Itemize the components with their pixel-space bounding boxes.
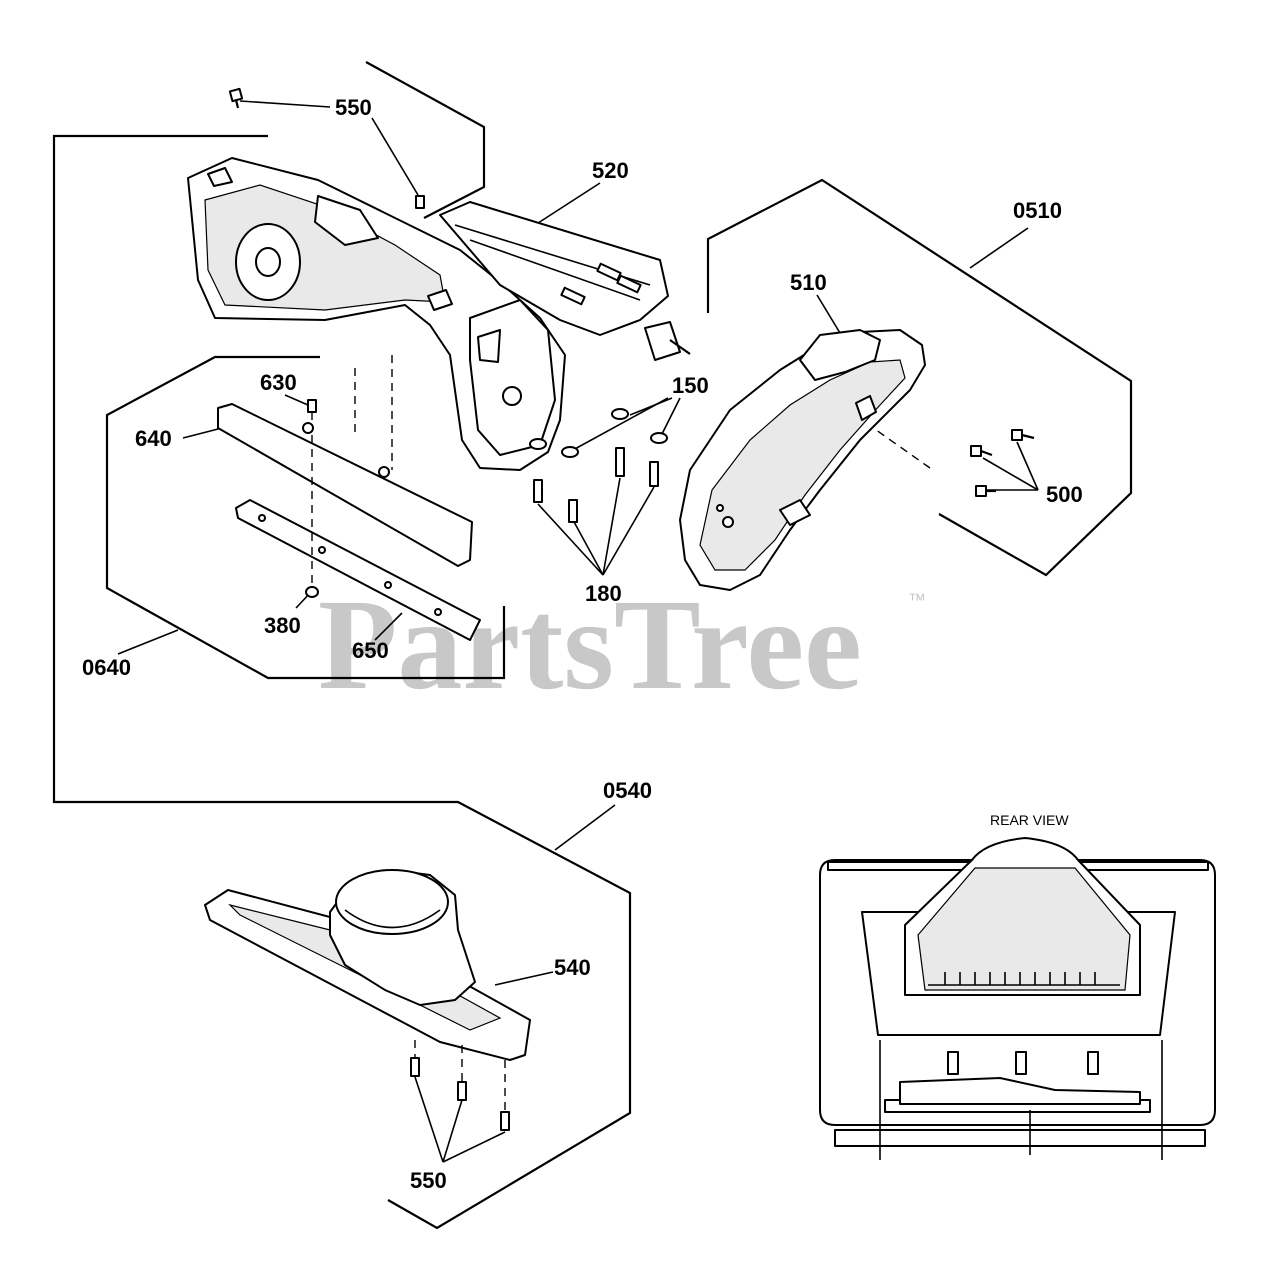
label-650: 650 [352, 638, 389, 663]
bracket-550-top [365, 61, 486, 219]
bracket-0510 [706, 178, 1133, 577]
label-rear-view: REAR VIEW [990, 812, 1069, 828]
label-500: 500 [1046, 482, 1083, 507]
label-0640: 0640 [82, 655, 131, 680]
cover-510 [679, 329, 926, 591]
bolt-550-top [228, 87, 425, 209]
assembly-brackets [52, 61, 1133, 1230]
label-0540: 0540 [603, 778, 652, 803]
label-640: 640 [135, 426, 172, 451]
auger-housing [187, 157, 691, 471]
chute-base-540 [204, 869, 531, 1131]
callouts: 550 520 0510 510 150 630 640 500 180 380… [82, 95, 1083, 1193]
leader-lines [117, 100, 1039, 1163]
label-180: 180 [585, 581, 622, 606]
scraper-bars [217, 355, 481, 641]
label-510: 510 [790, 270, 827, 295]
label-540: 540 [554, 955, 591, 980]
label-550-bottom: 550 [410, 1168, 447, 1193]
label-150: 150 [672, 373, 709, 398]
label-380: 380 [264, 613, 301, 638]
label-520: 520 [592, 158, 629, 183]
bolts-500 [970, 429, 1035, 497]
label-0510: 0510 [1013, 198, 1062, 223]
bracket-0640 [105, 355, 506, 680]
bracket-0540 [52, 134, 632, 1230]
washers-bolts-150-180 [529, 408, 668, 523]
rear-view [819, 837, 1216, 1160]
label-630: 630 [260, 370, 297, 395]
label-550-top: 550 [335, 95, 372, 120]
trademark-mark: ™ [908, 590, 926, 610]
